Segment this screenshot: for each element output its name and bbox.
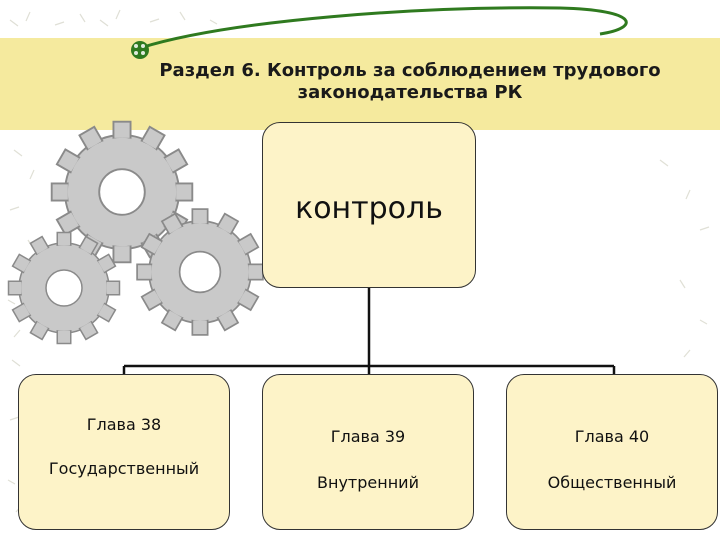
child-1-name: Государственный [48, 459, 200, 478]
title-band [0, 38, 720, 130]
child-2-chapter: Глава 39 [330, 427, 406, 446]
child-node-3: Глава 40 Общественный [506, 374, 718, 530]
child-3-chapter: Глава 40 [574, 427, 650, 446]
title-line-2: законодательства РК [297, 82, 523, 103]
child-1-chapter: Глава 38 [86, 415, 162, 434]
slide-title: Раздел 6. Контроль за соблюдением трудов… [150, 60, 670, 104]
child-node-1: Глава 38 Государственный [18, 374, 230, 530]
child-node-2: Глава 39 Внутренний [262, 374, 474, 530]
title-line-1: Раздел 6. Контроль за соблюдением трудов… [159, 60, 661, 81]
root-node: контроль [262, 122, 476, 288]
decorative-curve [131, 6, 628, 59]
root-label: контроль [295, 191, 443, 226]
child-3-name: Общественный [547, 473, 677, 492]
child-2-name: Внутренний [317, 473, 419, 492]
